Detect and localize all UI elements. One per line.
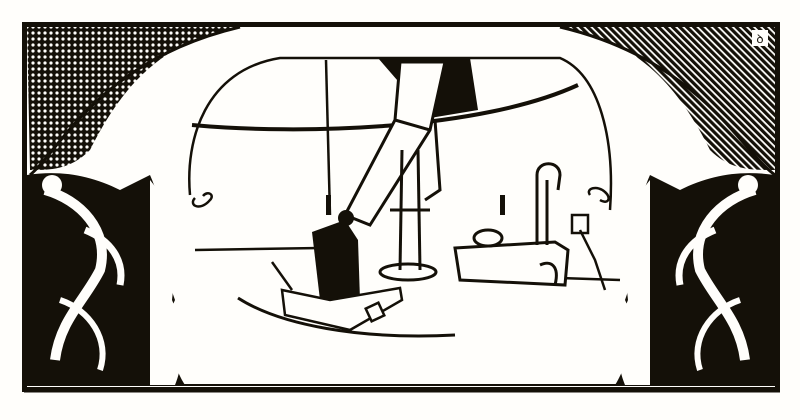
stove-pipe xyxy=(535,162,562,286)
floor-track xyxy=(194,246,621,338)
astronomer xyxy=(312,210,360,300)
tendril-left xyxy=(191,192,213,208)
dome xyxy=(188,56,613,216)
wall-switch xyxy=(570,213,607,291)
crosshatched-corner-right xyxy=(560,27,775,170)
telescope-tube xyxy=(342,60,447,227)
acanthus-scroll-right xyxy=(615,173,775,385)
tendril-right xyxy=(587,186,610,203)
monogram-mark: ꝺ xyxy=(752,30,768,46)
crosshatched-corner-left xyxy=(27,27,240,170)
telescope-mount xyxy=(378,119,442,282)
observing-platform xyxy=(270,261,404,332)
thermometer xyxy=(500,195,505,215)
hanging-rope xyxy=(326,195,331,215)
monogram-text: ꝺ xyxy=(756,32,763,46)
acanthus-scroll-left xyxy=(27,173,185,385)
